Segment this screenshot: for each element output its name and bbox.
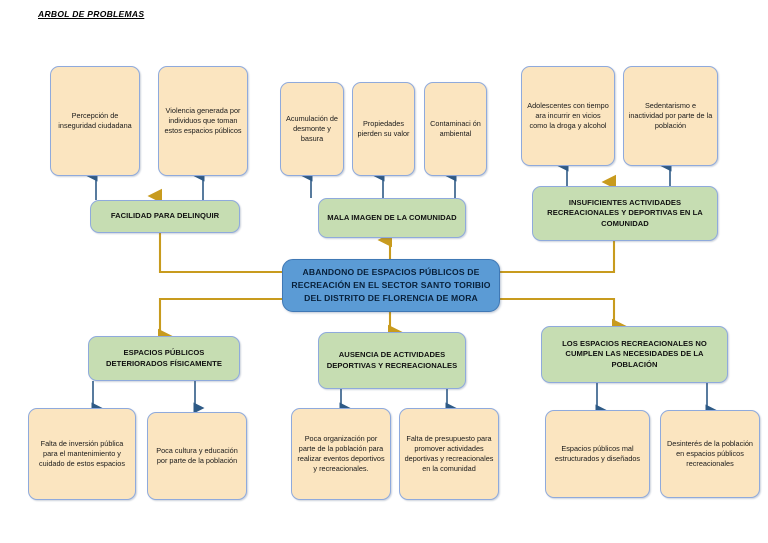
effect-item-sedentarismo-inactividad[interactable]: Sedentarismo e inactividad por parte de … <box>623 66 718 166</box>
effect-item-adolescentes-vicios[interactable]: Adolescentes con tiempo ara incurrir en … <box>521 66 615 166</box>
cause-branch-espacios-no-cumplen[interactable]: LOS ESPACIOS RECREACIONALES NO CUMPLEN L… <box>541 326 728 383</box>
effect-item-percepcion-inseguridad[interactable]: Percepción de inseguridad ciudadana <box>50 66 140 176</box>
effect-item-contaminacion-ambiental[interactable]: Contaminaci ón ambiental <box>424 82 487 176</box>
effect-branch-insuficientes-actividades[interactable]: INSUFICIENTES ACTIVIDADES RECREACIONALES… <box>532 186 718 241</box>
effect-item-acumulacion-desmonte[interactable]: Acumulación de desmonte y basura <box>280 82 344 176</box>
cause-item-falta-presupuesto[interactable]: Falta de presupuesto para promover activ… <box>399 408 499 500</box>
cause-item-poca-organizacion[interactable]: Poca organización por parte de la poblac… <box>291 408 391 500</box>
cause-branch-ausencia-actividades[interactable]: AUSENCIA DE ACTIVIDADES DEPORTIVAS Y REC… <box>318 332 466 389</box>
cause-item-poca-cultura[interactable]: Poca cultura y educación por parte de la… <box>147 412 247 500</box>
cause-item-desinteres-poblacion[interactable]: Desinterés de la población en espacios p… <box>660 410 760 498</box>
core-problem[interactable]: ABANDONO DE ESPACIOS PÚBLICOS DE RECREAC… <box>282 259 500 312</box>
effect-branch-facilidad-para-delinquir[interactable]: FACILIDAD PARA DELINQUIR <box>90 200 240 233</box>
cause-branch-espacios-deteriorados[interactable]: ESPACIOS PÚBLICOS DETERIORADOS FÍSICAMEN… <box>88 336 240 381</box>
effect-item-violencia-individuos[interactable]: Violencia generada por individuos que to… <box>158 66 248 176</box>
cause-item-falta-inversion[interactable]: Falta de inversión pública para el mante… <box>28 408 136 500</box>
effect-branch-mala-imagen-comunidad[interactable]: MALA IMAGEN DE LA COMUNIDAD <box>318 198 466 238</box>
effect-item-propiedades-pierden-valor[interactable]: Propiedades pierden su valor <box>352 82 415 176</box>
cause-item-mal-estructurados[interactable]: Espacios públicos mal estructurados y di… <box>545 410 650 498</box>
page-title: ARBOL DE PROBLEMAS <box>38 9 145 19</box>
